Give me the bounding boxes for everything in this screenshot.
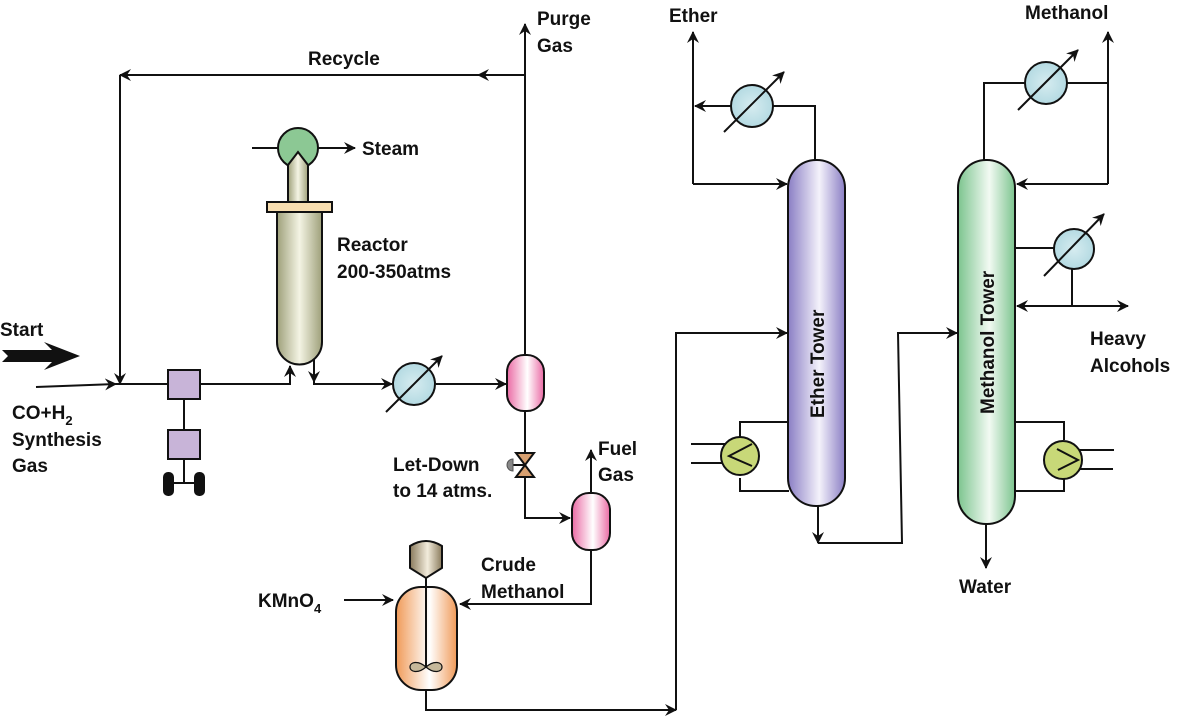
reactor-outlet-pipe: [313, 358, 393, 390]
methanol-reboiler-return: [1015, 478, 1065, 492]
reactor-flange: [266, 201, 333, 213]
hp-separator: [506, 354, 545, 412]
letdown-pressure-label: to 14 atms.: [393, 481, 492, 502]
methanol-reboiler: [1043, 440, 1083, 480]
ether-reboiler-return: [739, 478, 789, 492]
heavy-alcohols-label-2: Alcohols: [1090, 356, 1170, 377]
ether-tower: [787, 159, 846, 507]
reactor-label: Reactor: [337, 235, 408, 256]
reactor-vessel: [276, 211, 323, 366]
feed-label-synthesis: Synthesis: [12, 430, 102, 451]
reactor-pressure-label: 200-350atms: [337, 262, 451, 283]
ether-tower-label: Ether Tower: [808, 309, 829, 418]
ether-bottoms-pipe: [818, 327, 958, 544]
feed-pipe: [35, 378, 117, 391]
feed-label-gas: Gas: [12, 456, 48, 477]
compressor-to-reactor-pipe: [200, 365, 296, 385]
steam-label: Steam: [362, 139, 419, 160]
purge-label-gas: Gas: [537, 36, 573, 57]
crude-methanol-pipe: [459, 550, 592, 610]
feed-label: CO+H2: [12, 403, 73, 428]
letdown-label: Let-Down: [393, 455, 480, 476]
ether-label: Ether: [669, 6, 718, 27]
tank-to-ether-tower-pipe: [425, 690, 677, 716]
crude-methanol-label-2: Methanol: [481, 582, 564, 603]
ether-tower-feed-pipe: [675, 327, 788, 710]
fuel-gas-label: Fuel: [598, 439, 637, 460]
additive-hopper: [409, 540, 443, 580]
flash-drum: [571, 492, 611, 551]
methanol-tower: [957, 159, 1016, 525]
heavy-alcohols-label: Heavy: [1090, 329, 1146, 350]
product-cooler: [385, 355, 443, 413]
start-label: Start: [0, 320, 44, 341]
letdown-pipe: [524, 410, 571, 524]
side-draw-cooler: [1043, 213, 1105, 277]
start-arrow-icon: [2, 342, 80, 370]
methanol-condenser: [1017, 49, 1079, 111]
fuel-gas-label-gas: Gas: [598, 465, 634, 486]
methanol-tower-label: Methanol Tower: [978, 270, 999, 414]
compressor-wheel-left: [163, 472, 174, 496]
compressor: [163, 369, 205, 496]
water-label: Water: [959, 577, 1012, 598]
compressor-wheel-right: [194, 472, 205, 496]
purge-label: Purge: [537, 9, 591, 30]
reactor-neck: [287, 150, 309, 206]
recycle-label: Recycle: [308, 49, 380, 70]
methanol-reboiler-loop: [1015, 421, 1065, 440]
ether-reboiler-loop: [739, 421, 789, 440]
crude-methanol-label: Crude: [481, 555, 536, 576]
ether-condenser: [723, 71, 785, 133]
methanol-label: Methanol: [1025, 3, 1108, 24]
agitator-impeller-icon: [409, 661, 443, 673]
letdown-valve: [506, 452, 536, 478]
kmno4-label: KMnO4: [258, 591, 322, 616]
ether-reboiler: [720, 436, 760, 476]
